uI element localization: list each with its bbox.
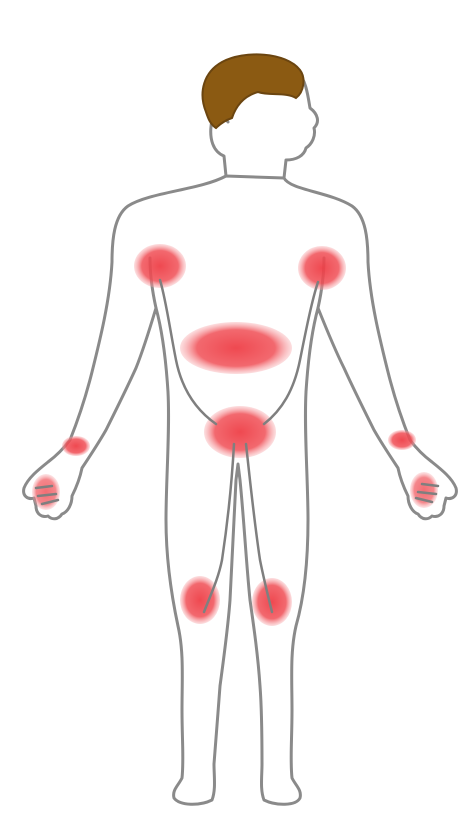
left-hand-highlight	[32, 474, 60, 510]
left-wrist-highlight	[62, 436, 90, 456]
torso-and-legs	[24, 176, 457, 804]
right-knee-highlight	[252, 578, 292, 626]
right-hand-highlight	[410, 472, 438, 508]
pelvis-highlight	[204, 406, 276, 458]
right-wrist-highlight	[388, 430, 416, 450]
abdomen-highlight	[180, 322, 292, 374]
right-shoulder-highlight	[298, 246, 346, 290]
